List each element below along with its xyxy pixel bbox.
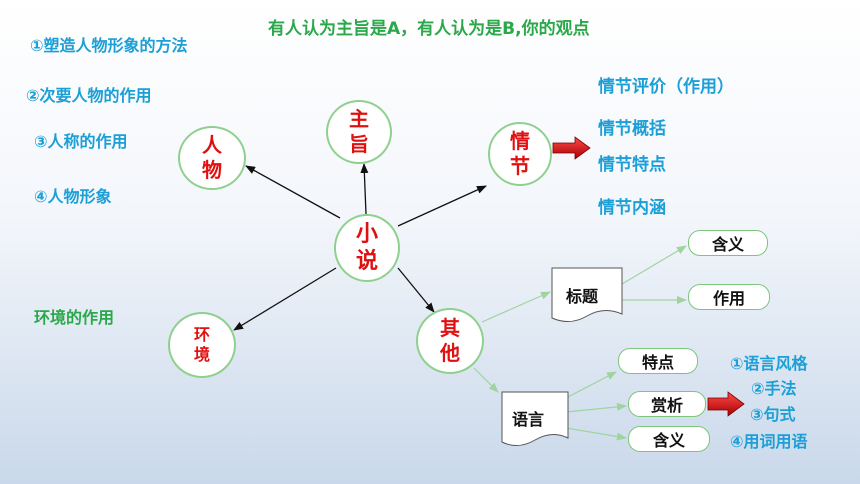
person-note-4: ④人物形象 xyxy=(34,187,112,206)
person-note-3: ③人称的作用 xyxy=(34,132,128,151)
red-arrow-appreciation xyxy=(707,391,745,417)
language-box-label: 语言 xyxy=(512,410,545,429)
node-person-line2: 物 xyxy=(202,158,222,182)
plot-item-1: 情节评价（作用） xyxy=(598,77,734,97)
language-item-meaning: 含义 xyxy=(628,426,710,452)
arrow-language-to-appreciation xyxy=(565,402,627,413)
node-person: 人物 xyxy=(178,126,246,190)
language-item-appreciation: 赏析 xyxy=(628,391,706,417)
arrow-to-theme xyxy=(360,163,369,215)
title-item-meaning: 含义 xyxy=(688,230,768,256)
arrow-language-to-feature xyxy=(565,371,617,399)
node-environment-line2: 境 xyxy=(193,345,210,364)
node-plot-line2: 节 xyxy=(510,154,530,178)
plot-item-3: 情节特点 xyxy=(598,155,666,175)
node-plot-line1: 情 xyxy=(510,129,530,153)
node-other: 其他 xyxy=(416,308,484,374)
title-item-function: 作用 xyxy=(688,284,770,310)
node-person-line1: 人 xyxy=(202,133,222,157)
node-theme-line1: 主 xyxy=(349,107,369,131)
node-theme-line2: 旨 xyxy=(349,132,369,156)
arrow-to-person xyxy=(245,165,341,219)
title-box-label: 标题 xyxy=(566,287,599,306)
node-other-line1: 其 xyxy=(440,316,460,340)
appreciation-item-4: ④用词用语 xyxy=(730,432,808,451)
node-novel: 小说 xyxy=(334,214,400,282)
node-theme: 主旨 xyxy=(326,100,392,164)
appreciation-item-1: ①语言风格 xyxy=(730,354,808,373)
node-environment: 环境 xyxy=(168,312,236,378)
heading: 有人认为主旨是A，有人认为是B,你的观点 xyxy=(268,19,590,39)
node-environment-line1: 环 xyxy=(193,325,210,344)
node-novel-line2: 说 xyxy=(355,248,378,274)
language-box-shape xyxy=(501,391,569,446)
environment-note: 环境的作用 xyxy=(34,308,115,327)
plot-item-2: 情节概括 xyxy=(598,119,666,139)
red-arrow-plot xyxy=(552,136,591,160)
arrow-language-to-meaning xyxy=(565,427,627,441)
arrow-other-to-language xyxy=(473,367,499,393)
arrow-other-to-title xyxy=(481,291,551,323)
appreciation-item-3: ③句式 xyxy=(750,405,796,424)
node-novel-line1: 小 xyxy=(355,220,378,247)
node-other-line2: 他 xyxy=(440,341,460,365)
plot-item-4: 情节内涵 xyxy=(598,198,666,218)
arrow-title-to-meaning xyxy=(621,245,687,285)
arrow-to-environment xyxy=(233,267,337,331)
title-box-shape xyxy=(551,267,623,322)
person-note-1: ①塑造人物形象的方法 xyxy=(30,36,188,55)
language-item-feature: 特点 xyxy=(618,348,698,374)
arrow-to-other xyxy=(397,267,435,313)
node-plot: 情节 xyxy=(488,122,552,186)
arrow-to-plot xyxy=(397,185,487,227)
appreciation-item-2: ②手法 xyxy=(751,379,797,398)
person-note-2: ②次要人物的作用 xyxy=(26,86,152,105)
